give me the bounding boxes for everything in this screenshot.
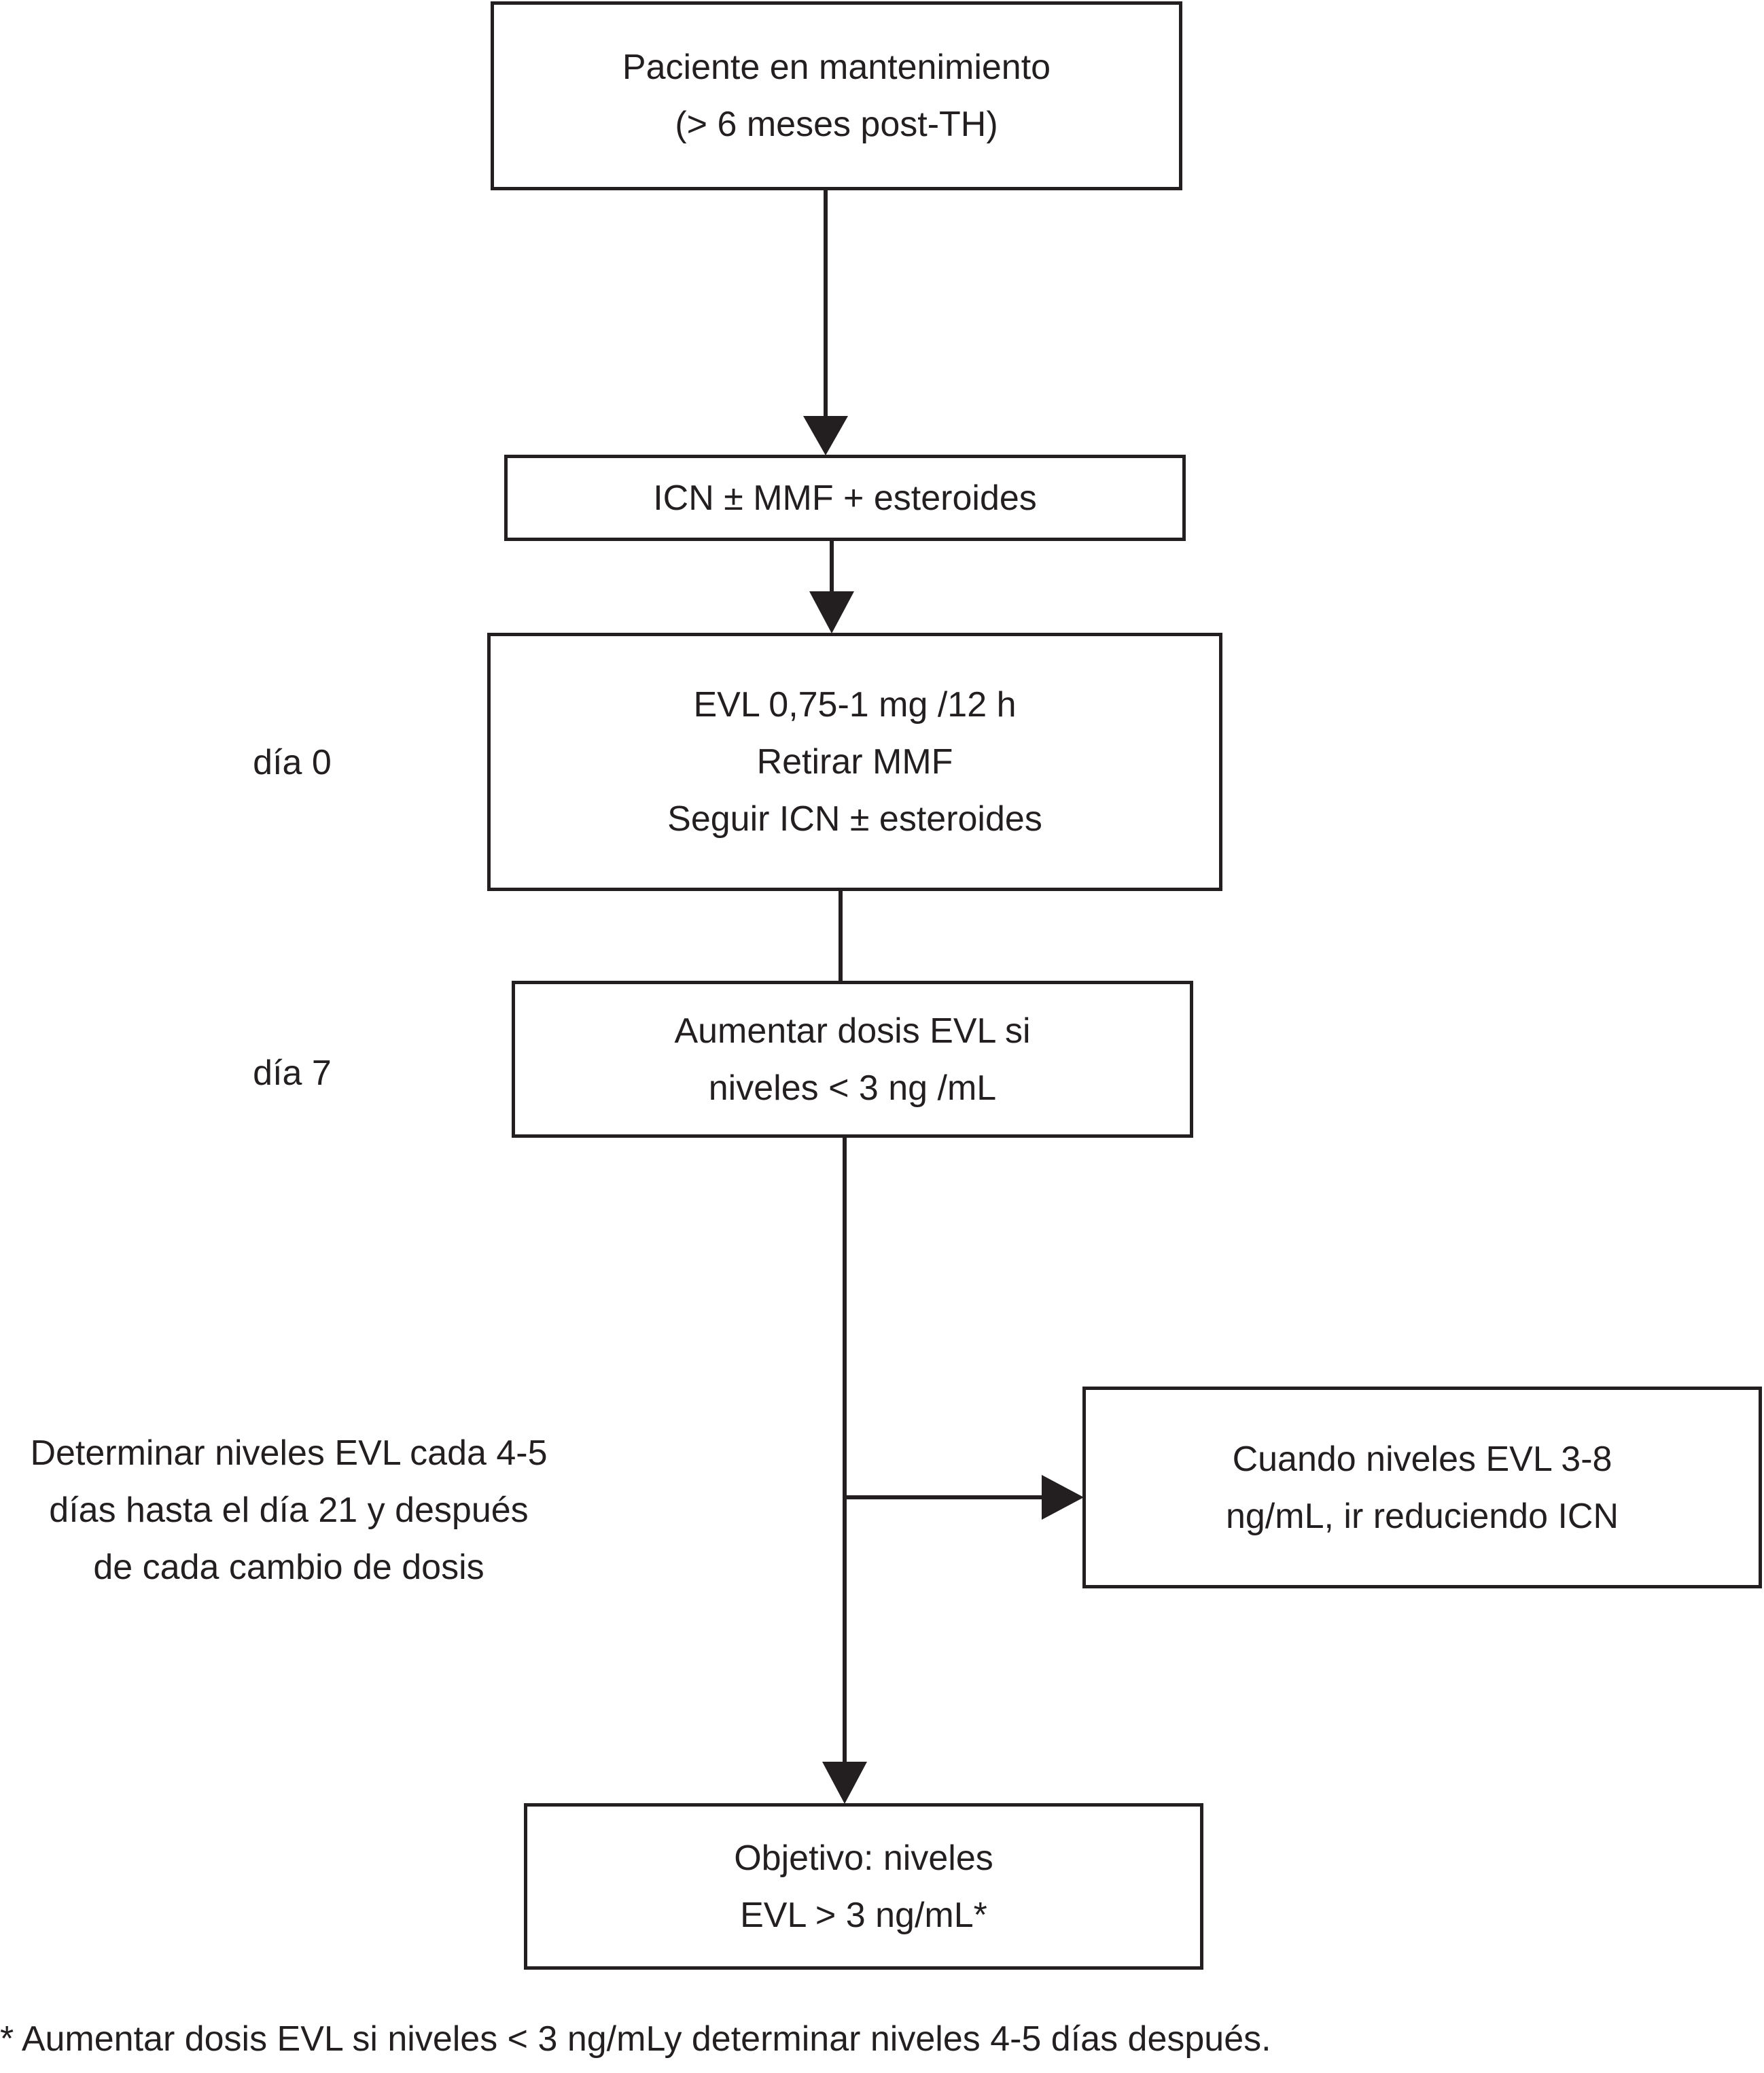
- day-0-label: día 0: [224, 734, 360, 791]
- box-text-line: EVL > 3 ng/mL*: [740, 1895, 987, 1935]
- footnote: * Aumentar dosis EVL si niveles < 3 ng/m…: [0, 2019, 1271, 2059]
- box-text-line: ICN ± MMF + esteroides: [653, 478, 1037, 518]
- monitoring-note: Determinar niveles EVL cada 4-5 días has…: [0, 1425, 578, 1596]
- arrowhead-down-regimen: [803, 416, 848, 455]
- arrowhead-right-reduce: [1042, 1475, 1084, 1520]
- side-label-text: días hasta el día 21 y después: [49, 1491, 529, 1530]
- box-text-line: EVL 0,75-1 mg /12 h: [693, 685, 1017, 725]
- evl-start-box: EVL 0,75-1 mg /12 h Retirar MMF Seguir I…: [487, 633, 1222, 891]
- side-label-text: de cada cambio de dosis: [93, 1548, 484, 1587]
- arrowhead-down-evl: [809, 591, 854, 633]
- box-text-line: Aumentar dosis EVL si: [674, 1011, 1031, 1051]
- box-text-line: Paciente en mantenimiento: [622, 48, 1051, 87]
- side-label-text: día 0: [253, 743, 332, 782]
- current-regimen-box: ICN ± MMF + esteroides: [504, 455, 1186, 541]
- box-text-line: Retirar MMF: [756, 742, 953, 782]
- reduce-icn-box: Cuando niveles EVL 3-8 ng/mL, ir reducie…: [1082, 1387, 1762, 1588]
- box-text-line: niveles < 3 ng /mL: [708, 1068, 997, 1108]
- side-label-text: Determinar niveles EVL cada 4-5: [30, 1433, 548, 1473]
- arrowhead-down-objective: [822, 1762, 867, 1804]
- box-text-line: Objetivo: niveles: [734, 1838, 993, 1878]
- patient-maintenance-box: Paciente en mantenimiento (> 6 meses pos…: [491, 1, 1182, 190]
- box-text-line: ng/mL, ir reduciendo ICN: [1225, 1496, 1619, 1536]
- objective-box: Objetivo: niveles EVL > 3 ng/mL*: [524, 1803, 1203, 1970]
- increase-dose-box: Aumentar dosis EVL si niveles < 3 ng /mL: [512, 981, 1193, 1138]
- box-text-line: Seguir ICN ± esteroides: [667, 799, 1042, 839]
- side-label-text: día 7: [253, 1053, 332, 1093]
- box-text-line: Cuando niveles EVL 3-8: [1232, 1439, 1612, 1479]
- day-7-label: día 7: [224, 1045, 360, 1102]
- box-text-line: (> 6 meses post-TH): [675, 105, 998, 144]
